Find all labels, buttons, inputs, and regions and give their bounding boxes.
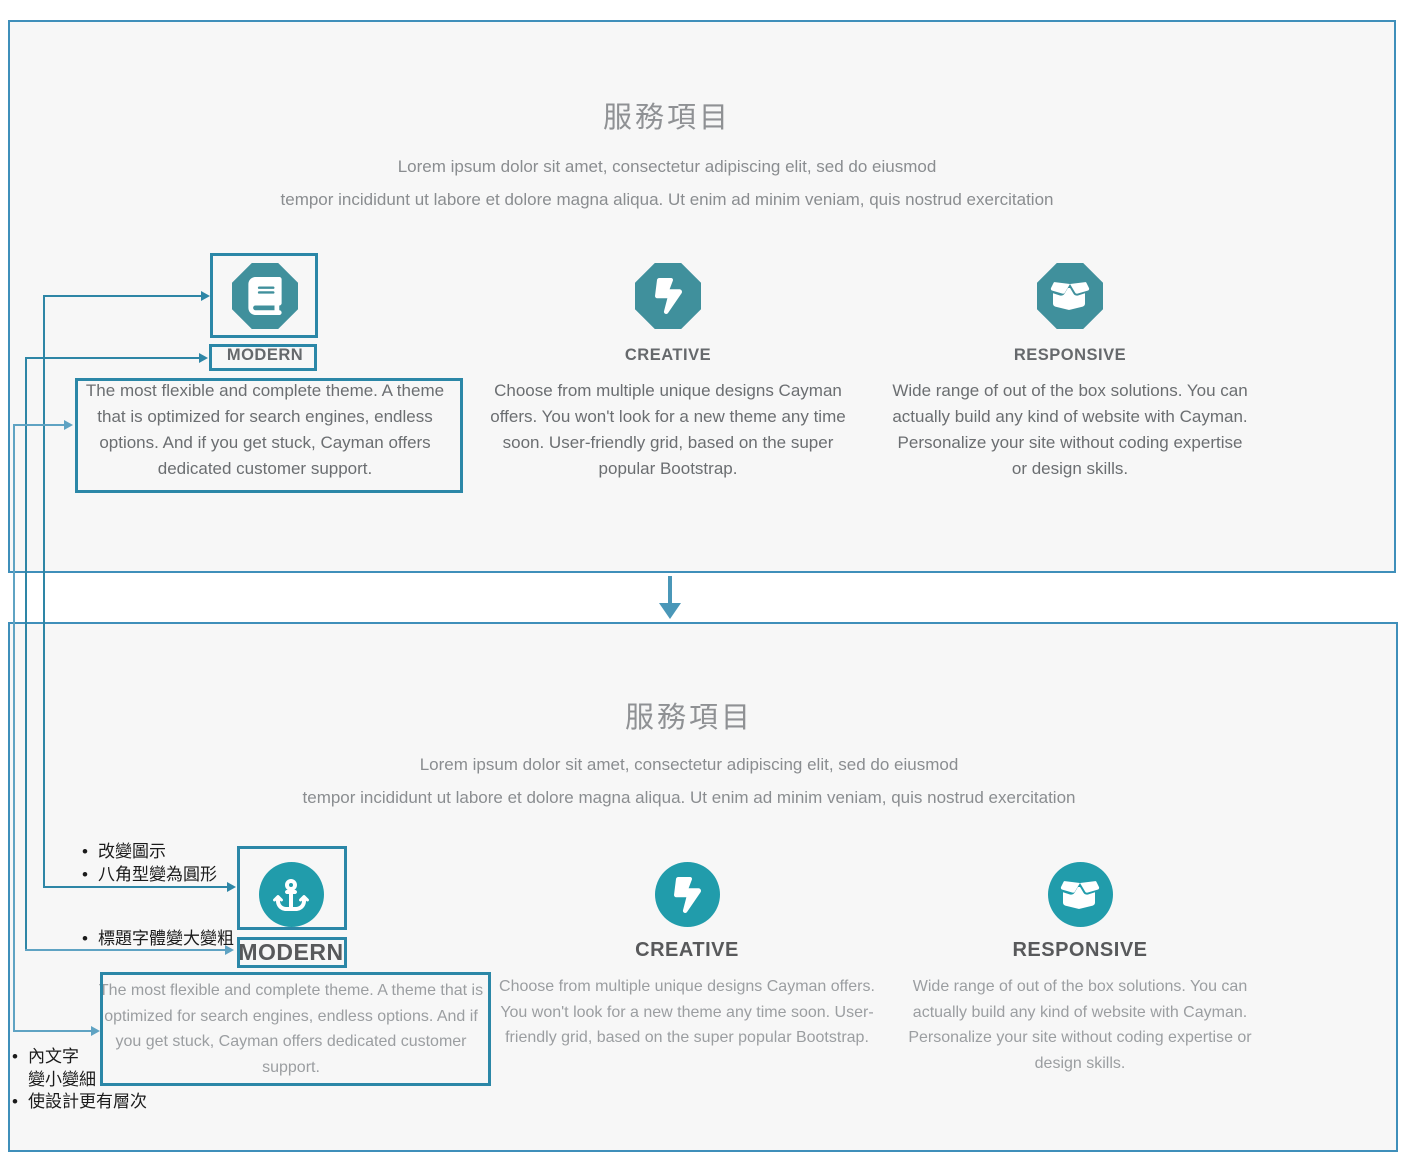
- note-item: 標題字體變大變粗: [80, 927, 234, 950]
- connector-line-title-bottom: [25, 949, 226, 951]
- column-description: The most flexible and complete theme. A …: [98, 982, 484, 1076]
- note-item: 八角型變為圓形: [80, 863, 217, 886]
- circle-shape: [258, 862, 324, 927]
- circle-shape: [1047, 862, 1113, 927]
- column-description: Wide range of out of the box solutions. …: [908, 978, 1252, 1072]
- top-section-title: 服務項目: [602, 102, 731, 134]
- arrowhead-title-bottom: [225, 945, 234, 955]
- annotation-box-top-icon: [210, 253, 318, 338]
- top-column-creative: CREATIVE Choose from multiple unique des…: [458, 263, 878, 482]
- octagon-shape: [1037, 263, 1103, 329]
- top-column-responsive: RESPONSIVE Wide range of out of the box …: [860, 263, 1280, 482]
- top-section-subtitle: Lorem ipsum dolor sit amet, consectetur …: [280, 157, 1054, 209]
- bottom-column-modern: MODERN The most flexible and complete th…: [81, 862, 501, 1080]
- book-icon: [248, 277, 282, 315]
- title-change-note: 標題字體變大變粗: [80, 927, 234, 950]
- annotation-box-bottom-title: [237, 937, 347, 968]
- bottom-section-title: 服務項目: [624, 702, 753, 734]
- note-item: 內文字 變小變細: [10, 1046, 147, 1091]
- arrowhead-icon-bottom: [227, 882, 236, 892]
- flow-down-arrow-shaft: [668, 576, 672, 604]
- note-item: 改變圖示: [80, 840, 217, 863]
- note-item: 使設計更有層次: [10, 1091, 147, 1114]
- body-change-notes: 內文字 變小變細 使設計更有層次: [10, 1046, 147, 1114]
- flow-down-arrow-icon: [659, 603, 681, 619]
- annotation-box-bottom-icon: [237, 846, 347, 930]
- connector-line-title-vertical: [25, 357, 27, 950]
- column-description: Choose from multiple unique designs Caym…: [490, 381, 846, 478]
- connector-line-description-bottom: [13, 1030, 92, 1032]
- connector-line-description-vertical: [13, 424, 15, 1032]
- lightning-icon: [673, 876, 701, 913]
- connector-line-icon-bottom: [43, 886, 227, 888]
- annotation-box-top-title: [209, 344, 317, 371]
- arrowhead-icon-top: [201, 291, 210, 301]
- bottom-column-creative: CREATIVE Choose from multiple unique des…: [477, 862, 897, 1051]
- arrowhead-description-bottom: [91, 1026, 100, 1036]
- octagon-shape: [635, 263, 701, 329]
- column-description: Choose from multiple unique designs Caym…: [499, 978, 875, 1046]
- anchor-icon: [273, 878, 309, 911]
- annotation-box-bottom-description: [100, 972, 491, 1086]
- column-title: MODERN: [226, 346, 304, 364]
- annotation-box-top-description: [75, 378, 463, 493]
- open-box-icon: [1050, 282, 1090, 310]
- lightning-icon: [654, 278, 682, 314]
- connector-line-description-top: [13, 424, 66, 426]
- column-title: CREATIVE: [624, 346, 712, 364]
- column-description: The most flexible and complete theme. A …: [85, 381, 445, 478]
- bottom-section-subtitle: Lorem ipsum dolor sit amet, consectetur …: [302, 755, 1076, 807]
- bottom-column-responsive: RESPONSIVE Wide range of out of the box …: [870, 862, 1290, 1076]
- connector-line-title-top: [25, 357, 200, 359]
- icon-change-notes: 改變圖示 八角型變為圓形: [80, 840, 217, 886]
- arrowhead-description-top: [64, 420, 73, 430]
- arrowhead-title-top: [199, 353, 208, 363]
- circle-shape: [654, 862, 720, 927]
- column-title: RESPONSIVE: [1013, 346, 1127, 364]
- connector-line-icon-vertical: [43, 295, 45, 887]
- column-title: RESPONSIVE: [1012, 939, 1148, 961]
- connector-line-icon-top: [43, 295, 201, 297]
- column-description: Wide range of out of the box solutions. …: [892, 381, 1248, 478]
- top-column-modern: MODERN The most flexible and complete th…: [55, 263, 475, 482]
- column-title: CREATIVE: [635, 939, 739, 961]
- column-title: MODERN: [238, 939, 344, 965]
- open-box-icon: [1060, 880, 1100, 909]
- octagon-shape: [232, 263, 298, 329]
